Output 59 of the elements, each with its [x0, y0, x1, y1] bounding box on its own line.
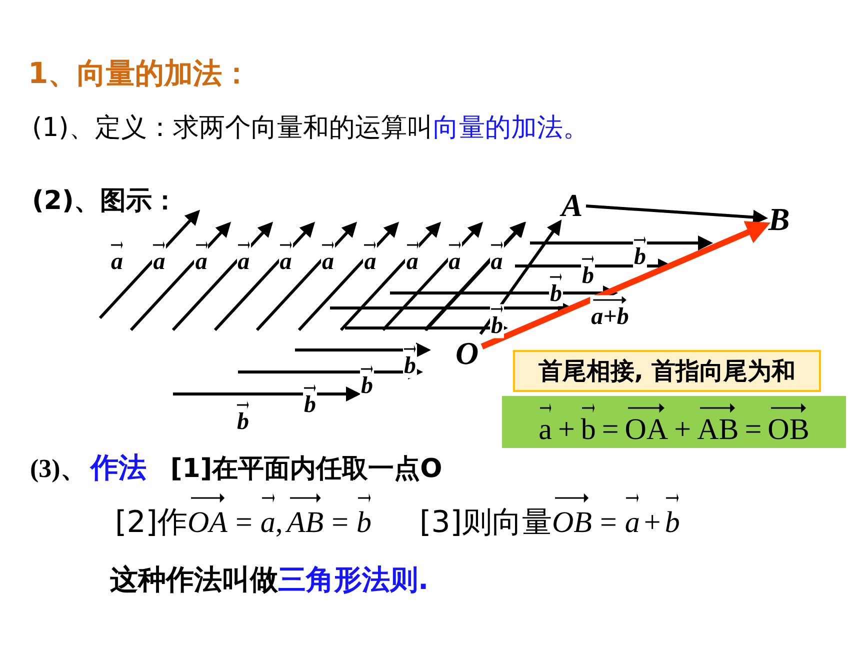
vector-label: b: [404, 352, 416, 379]
subheading: (2)、图示：: [32, 186, 178, 216]
vector-label: a: [280, 248, 292, 275]
vector-symbol: a: [538, 413, 552, 446]
equals-sign: =: [332, 506, 348, 539]
vector-symbol: a: [624, 506, 640, 539]
conclusion-text: 这种作法叫做: [110, 563, 278, 596]
vector-arrow: [479, 220, 562, 335]
step-text: [3]则向量: [420, 505, 552, 540]
vector-label: b: [237, 408, 249, 435]
point-label: O: [455, 336, 479, 370]
vector-label: a: [448, 248, 461, 275]
section-heading: 1、向量的加法：: [28, 56, 252, 90]
point-label: A: [561, 188, 583, 222]
vector-symbol: b: [580, 413, 596, 446]
vector-label: b: [582, 262, 594, 289]
vector-label: a: [111, 248, 123, 275]
vector-label: b: [491, 312, 503, 339]
vector-label: a: [195, 248, 208, 275]
point-label: B: [768, 202, 790, 236]
operator-symbol: +: [674, 413, 692, 446]
vector-label: b: [361, 372, 373, 399]
vector-symbol: a: [260, 506, 276, 539]
operator-symbol: =: [602, 413, 619, 446]
operator-symbol: +: [558, 413, 575, 446]
step-text: [2]作: [115, 505, 188, 540]
rule-text: 首尾相接, 首指向尾为和: [538, 356, 796, 387]
vector-label: b: [634, 244, 646, 270]
vector-label: b: [304, 392, 316, 418]
plus-sign: +: [644, 506, 661, 539]
vector-label: b: [550, 280, 562, 307]
vector-symbol: OA: [624, 413, 668, 446]
formula-box: [502, 396, 846, 448]
comma: ,: [275, 506, 283, 539]
vector-symbol: OB: [768, 413, 810, 446]
vector-symbol: AB: [286, 506, 324, 539]
vector-label: a: [238, 248, 250, 275]
vector-label: a: [490, 248, 503, 275]
vector-symbol: OA: [188, 506, 228, 539]
step-text: [1]在平面内任取一点O: [170, 454, 442, 484]
equals-sign: =: [600, 506, 617, 539]
definition-term: 向量的加法。: [432, 113, 589, 143]
vector-label: a: [153, 248, 166, 275]
operator-symbol: =: [744, 413, 762, 446]
vector-label: a: [364, 248, 376, 275]
subheading: 作法: [90, 451, 146, 484]
vector-label: a: [322, 248, 334, 275]
step-number: (3)、: [30, 454, 86, 482]
vector-symbol: OB: [552, 506, 592, 539]
vector-arrow: [480, 221, 771, 350]
definition-text: (1)、定义：求两个向量和的运算叫: [32, 113, 433, 143]
vector-arrow: [586, 204, 768, 225]
vector-symbol: b: [356, 506, 372, 539]
vector-symbol: b: [664, 506, 680, 539]
vector-symbol: AB: [697, 413, 739, 446]
equals-sign: =: [236, 506, 252, 539]
vector-label: a+b: [591, 304, 629, 330]
vector-label: a: [406, 248, 418, 275]
conclusion-term: 三角形法则.: [278, 563, 429, 596]
